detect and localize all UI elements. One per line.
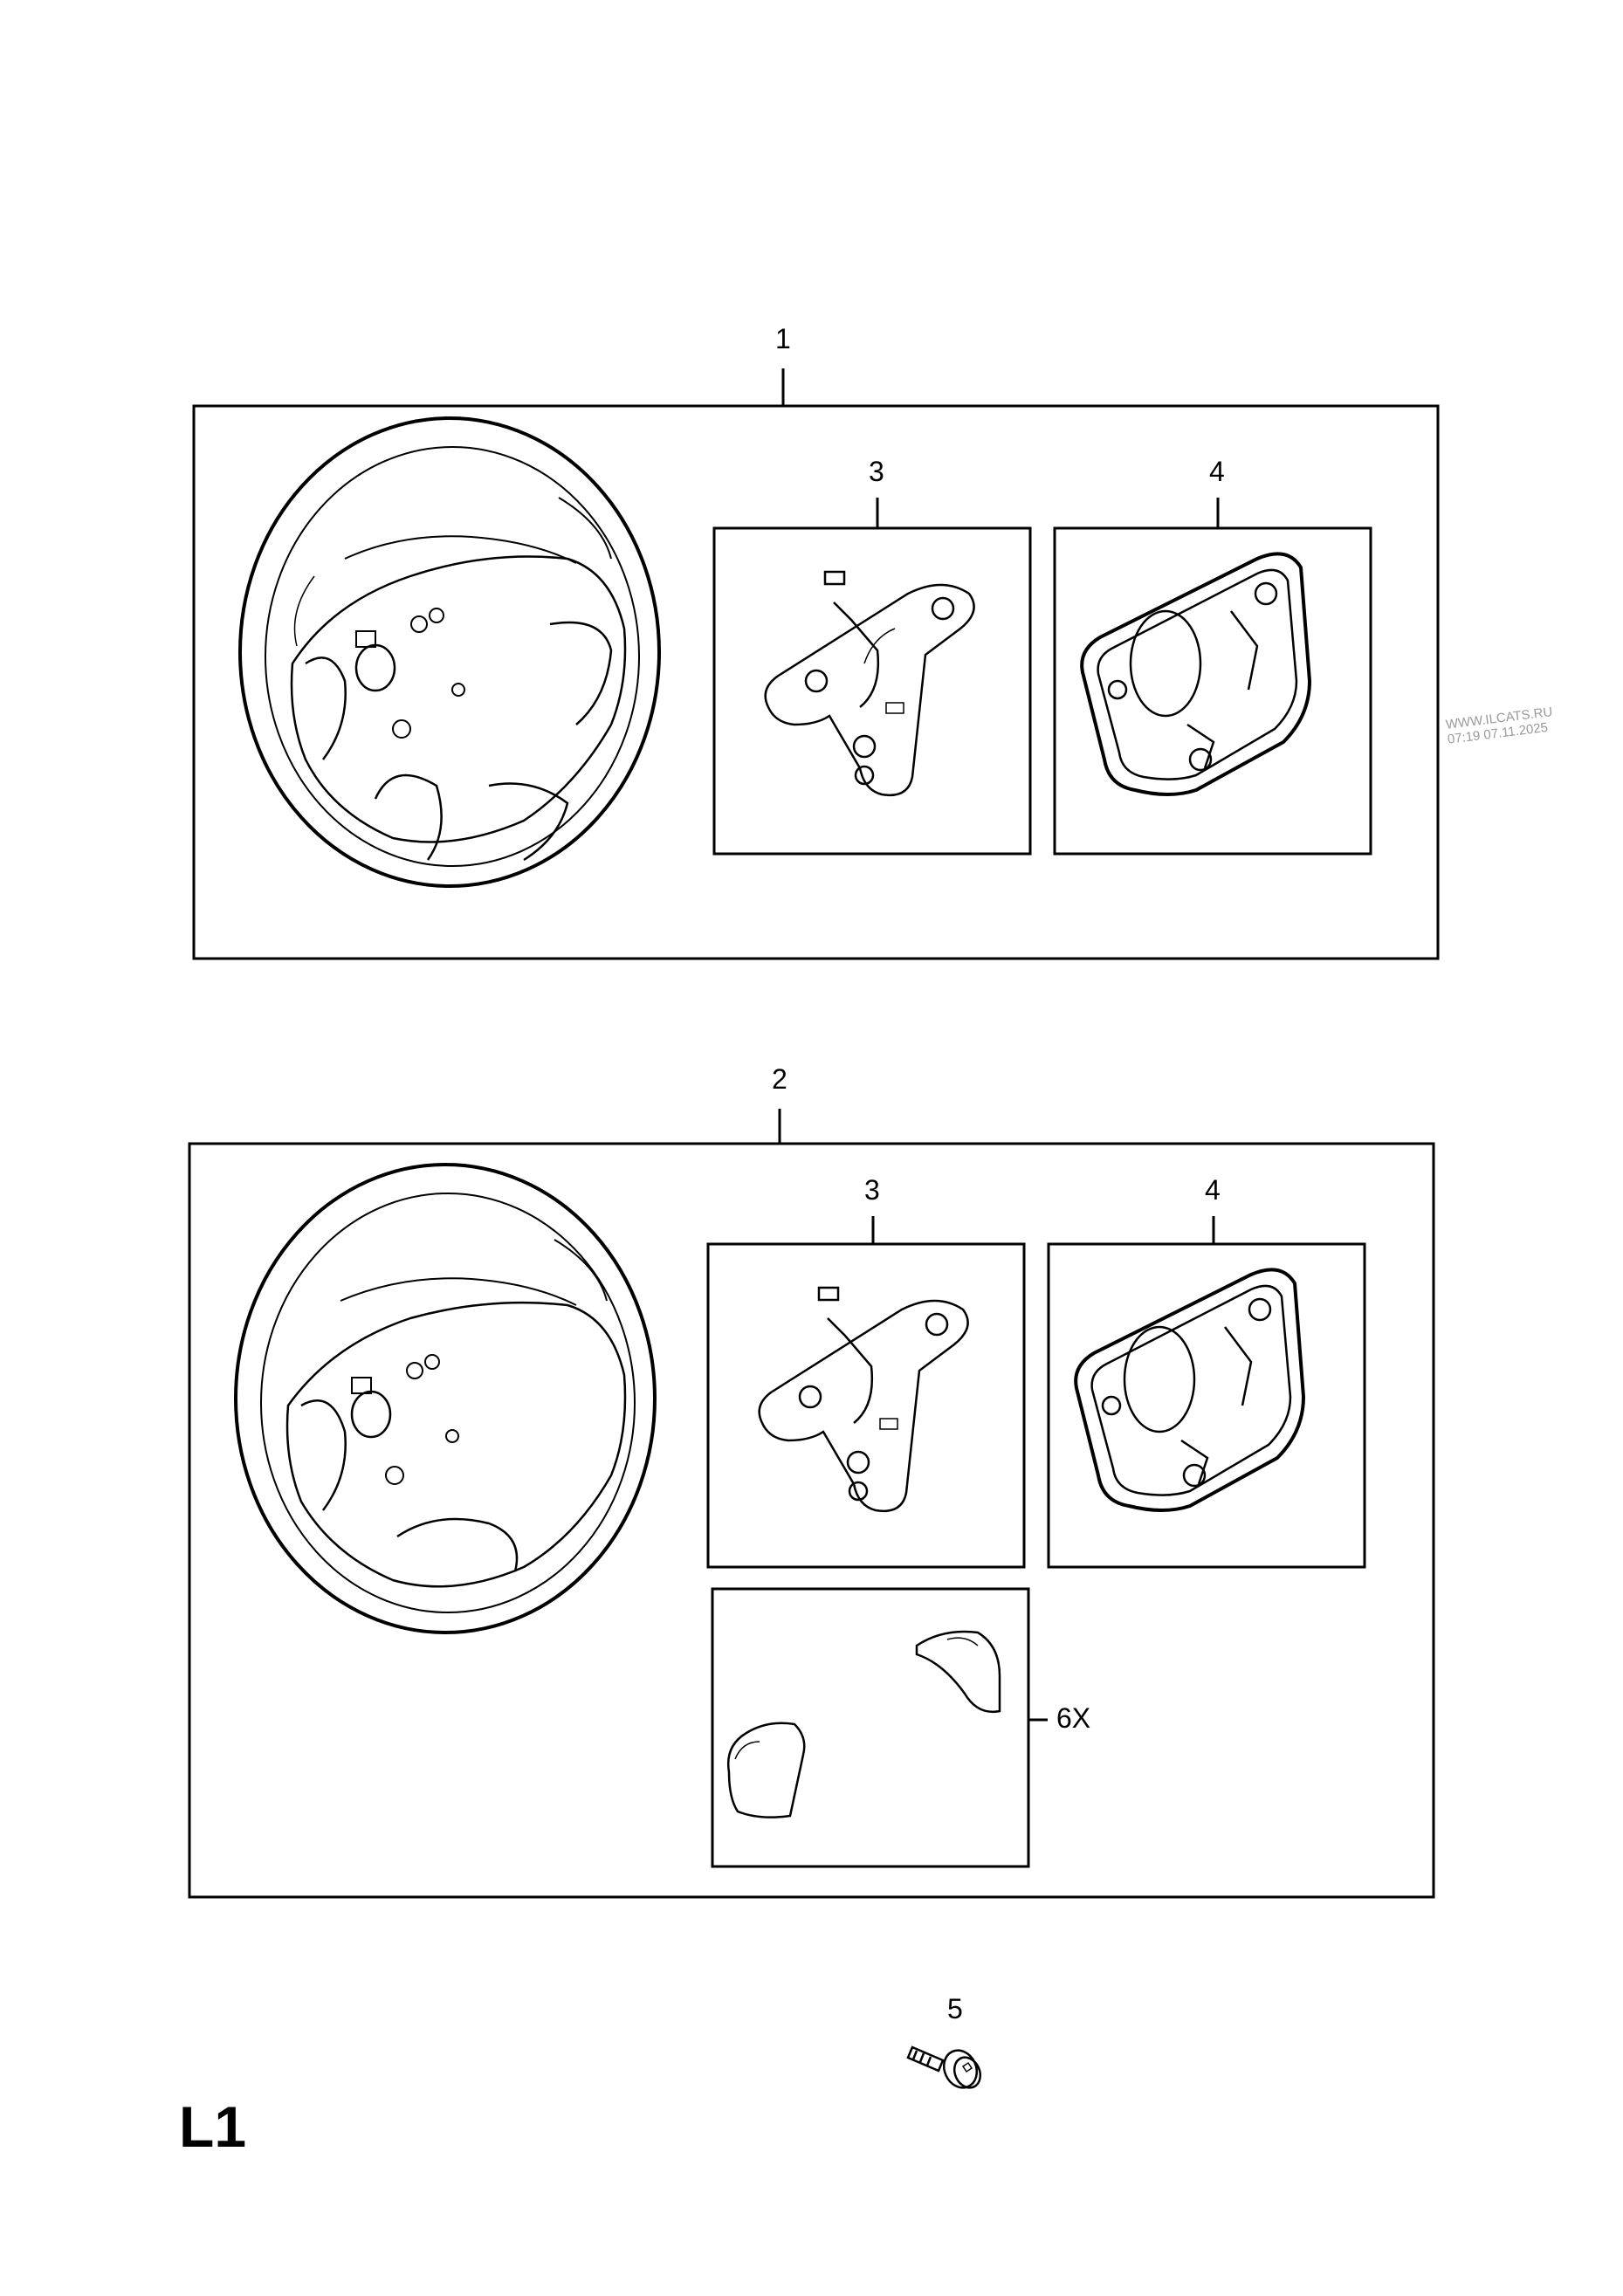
rear-cover-part-4-top — [1080, 552, 1312, 796]
part-6-frame — [711, 1587, 1030, 1868]
part-3-frame-bottom — [706, 1242, 1026, 1569]
callout-6x-label: 6X — [1056, 1702, 1091, 1734]
contact-plate-part-3-bottom — [758, 1286, 969, 1513]
spoke-trim-covers-part-6 — [726, 1630, 1001, 1818]
diagram-code: L1 — [179, 2094, 247, 2159]
part-3-frame-top — [712, 526, 1032, 856]
steering-wheel-4-spoke — [238, 416, 661, 888]
part-4-frame-top — [1053, 526, 1372, 856]
steering-wheel-3-spoke — [234, 1163, 657, 1634]
callout-2-label: 2 — [772, 1063, 787, 1095]
callout-4-top-label: 4 — [1209, 456, 1225, 487]
callout-1-label: 1 — [775, 323, 791, 354]
part-4-frame-bottom — [1047, 1242, 1366, 1569]
rear-cover-part-4-bottom — [1074, 1268, 1306, 1512]
callout-3-top-label: 3 — [869, 456, 884, 487]
assembly-1-frame — [192, 404, 1440, 960]
callout-3-bottom-label: 3 — [864, 1174, 880, 1206]
callout-5-label: 5 — [947, 1993, 963, 2024]
callout-4-bottom-label: 4 — [1205, 1174, 1221, 1206]
assembly-2-frame — [188, 1142, 1435, 1899]
contact-plate-part-3-top — [764, 570, 975, 797]
bolt-part-5 — [906, 2045, 982, 2089]
